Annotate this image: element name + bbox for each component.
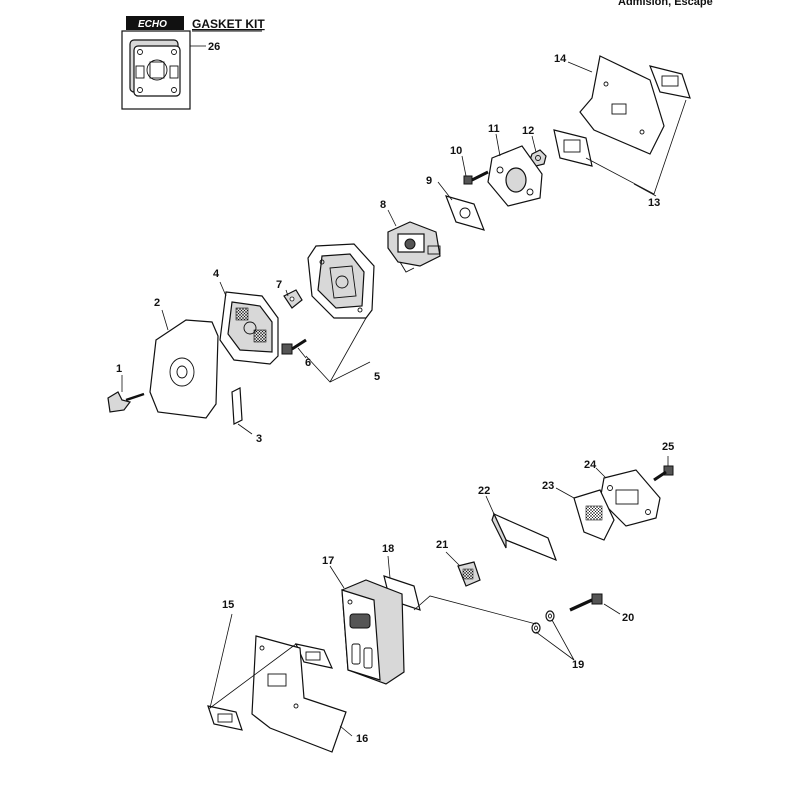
part-17-muffler: [341, 579, 405, 685]
part-3-gasket-strip: [231, 387, 243, 425]
callout-8: 8: [380, 199, 386, 211]
callout-19: 19: [572, 659, 584, 671]
part-9-carb-gasket: [445, 195, 485, 231]
part-15-gasket-lower: [207, 705, 243, 731]
callout-15: 15: [222, 599, 234, 611]
callout-7: 7: [276, 279, 282, 291]
part-13-gasket-lower: [553, 129, 593, 167]
gasket-kit-box: ECHO GASKET KIT 26: [121, 16, 265, 110]
callout-21: 21: [436, 539, 448, 551]
part-19-washer-b: [545, 610, 555, 622]
part-2-air-cleaner-cover: [149, 319, 219, 419]
callout-17: 17: [322, 555, 334, 567]
callout-5: 5: [374, 371, 380, 383]
callout-2: 2: [154, 297, 160, 309]
part-25-bolt: [653, 465, 674, 482]
callout-26: 26: [208, 41, 220, 53]
callout-3: 3: [256, 433, 262, 445]
gasket-kit-title: GASKET KIT: [192, 17, 265, 31]
section-title: Admision, Escape: [618, 0, 713, 8]
part-1-wing-nut: [107, 391, 145, 413]
part-15-gasket-upper: [294, 643, 334, 669]
part-5-air-cleaner-base: [307, 243, 375, 319]
callout-16: 16: [356, 733, 368, 745]
part-22-deflector: [491, 512, 558, 562]
part-13-gasket-upper: [649, 65, 691, 99]
callout-24: 24: [584, 459, 597, 471]
callout-20: 20: [622, 612, 634, 624]
leader-lines: [121, 61, 687, 737]
callout-11: 11: [488, 123, 500, 135]
callout-1: 1: [116, 363, 122, 375]
callout-6: 6: [305, 357, 311, 369]
part-21-screen-plate: [457, 561, 481, 587]
callout-18: 18: [382, 543, 394, 555]
callout-9: 9: [426, 175, 432, 187]
part-6-bolt: [281, 338, 307, 355]
part-19-washer-a: [531, 622, 541, 634]
part-20-long-bolt: [569, 593, 603, 612]
callout-23: 23: [542, 480, 554, 492]
callout-12: 12: [522, 125, 534, 137]
callout-10: 10: [450, 145, 462, 157]
callout-4: 4: [213, 268, 220, 280]
part-4-air-filter: [219, 291, 279, 365]
echo-logo-text: ECHO: [138, 19, 167, 30]
part-23-spark-screen: [573, 489, 615, 541]
callout-25: 25: [662, 441, 674, 453]
part-10-bolt: [463, 170, 489, 185]
callout-13: 13: [648, 197, 660, 209]
callout-numbers: 1 2 3 4 5 6 7 8 9 10 11 12 13 14 15 16 1…: [116, 53, 674, 745]
part-16-exhaust-plate: [251, 635, 347, 753]
part-8-carburetor: [387, 221, 441, 273]
callout-22: 22: [478, 485, 490, 497]
callout-14: 14: [554, 53, 567, 65]
part-14-heat-shield: [579, 55, 665, 155]
echo-logo-badge: [126, 16, 184, 30]
part-7-bracket: [283, 289, 303, 309]
part-11-insulator: [487, 145, 543, 207]
